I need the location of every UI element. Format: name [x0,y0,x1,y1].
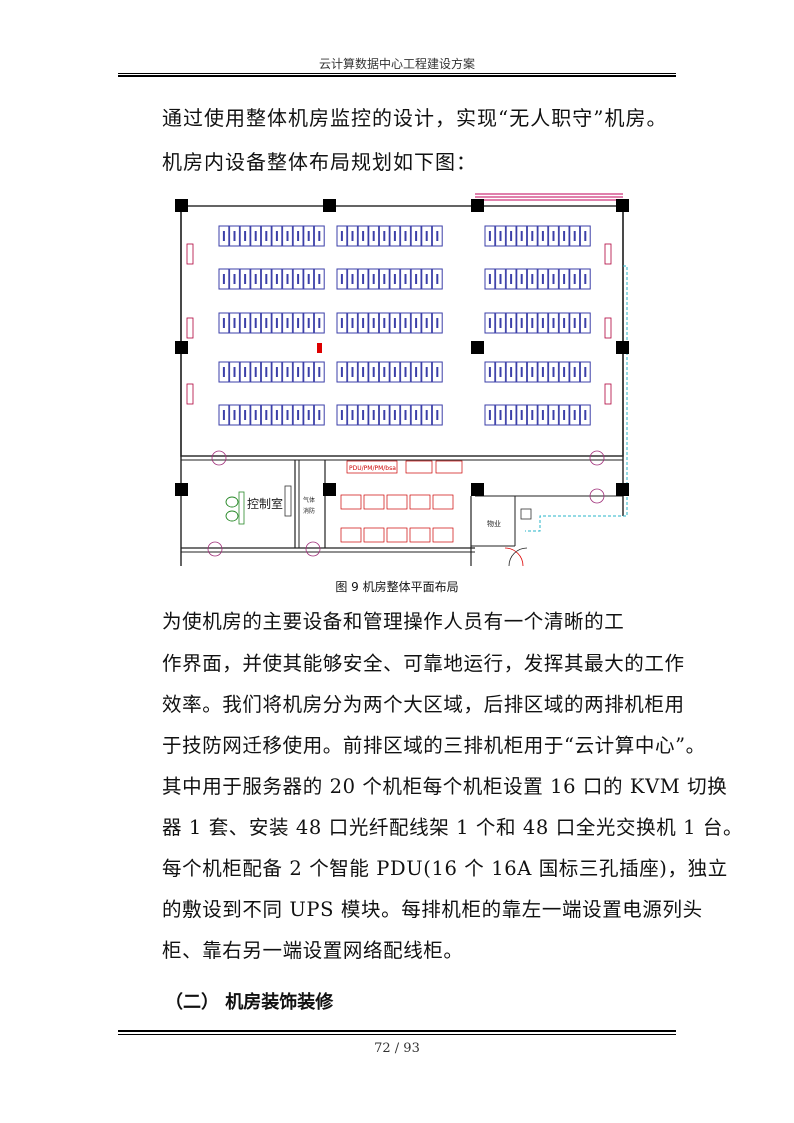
floor-plan-figure: 控制室 气体 消防 PDU/PM/PM/bsa 物业 [175,193,629,567]
pillar [175,483,188,496]
section-heading: （二） 机房装饰装修 [165,992,334,1013]
footer-rule-thick [118,1030,676,1032]
pillar [175,199,188,212]
gas-fire-label: 气体 [303,496,315,504]
pillar [616,341,629,354]
pillar [323,199,336,212]
floor-plan-walls [180,193,628,567]
body-line: 器 1 套、安装 48 口光纤配线架 1 个和 48 口全光交换机 1 台。 [162,816,744,839]
body-line: 每个机柜配备 2 个智能 PDU(16 个 16A 国标三孔插座)，独立 [162,857,728,880]
header-title: 云计算数据中心工程建设方案 [318,57,475,71]
pillar [471,483,484,496]
footer-rule-thin [118,1034,676,1035]
body-line: 其中用于服务器的 20 个机柜每个机柜设置 16 口的 KVM 切换 [162,775,728,798]
pillar [616,199,629,212]
floor-plan-labels: 控制室 气体 消防 PDU/PM/PM/bsa 物业 [247,465,501,528]
header-rule-thin [118,73,676,74]
body-line: 作界面，并使其能够安全、可靠地运行，发挥其最大的工作 [162,652,685,675]
page-number: 72 / 93 [374,1041,420,1056]
pillar [471,341,484,354]
figure-caption: 图 9 机房整体平面布局 [335,580,459,594]
header-rule-thick [118,75,676,77]
control-room-label: 控制室 [247,496,283,511]
body-line: 于技防网迁移使用。前排区域的三排机柜用于“云计算中心”。 [162,734,706,757]
pillar [616,483,629,496]
body-line: 的敷设到不同 UPS 模块。每排机柜的靠左一端设置电源列头 [162,898,703,921]
body-line: 柜、靠右另一端设置网络配线柜。 [162,939,464,962]
body-line: 为使机房的主要设备和管理操作人员有一个清晰的工 [162,610,625,633]
pillar [471,199,484,212]
intro-line-1: 通过使用整体机房监控的设计，实现“无人职守”机房。 [162,106,668,130]
intro-line-2: 机房内设备整体布局规划如下图： [162,150,477,174]
pillar [323,483,336,496]
pdu-label: PDU/PM/PM/bsa [349,465,396,472]
body-line: 效率。我们将机房分为两个大区域，后排区域的两排机柜用 [162,693,685,716]
pillars [175,199,629,496]
pillar [175,341,188,354]
gas-fire-label-2: 消防 [303,507,315,515]
cabinet-rows [218,225,591,426]
property-label: 物业 [487,519,501,528]
